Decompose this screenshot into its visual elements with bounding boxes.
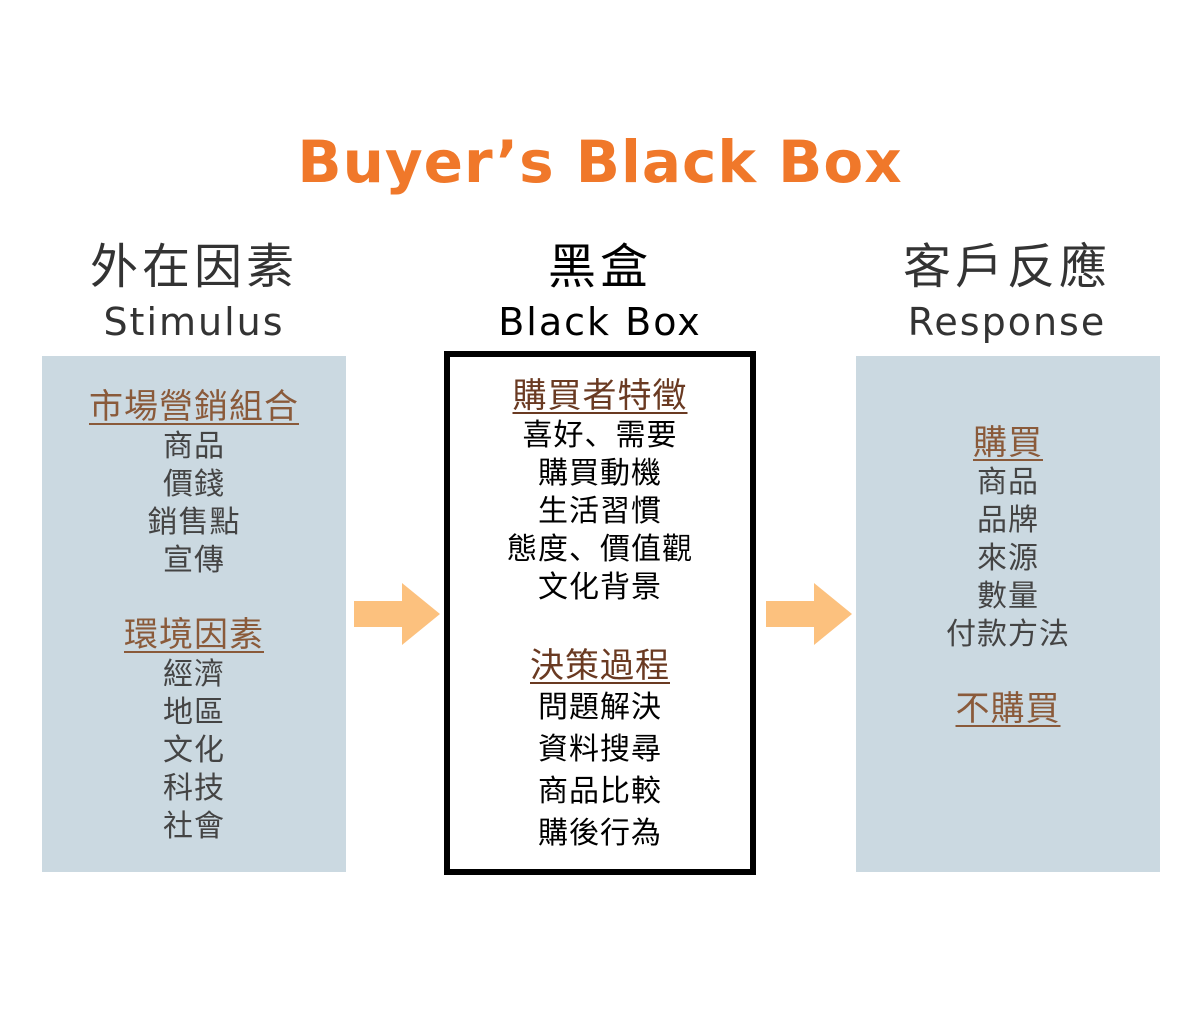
section-title: 不購買 <box>955 689 1061 729</box>
list-item: 商品 <box>977 465 1039 500</box>
black-box-heading-en: Black Box <box>498 300 702 344</box>
list-item: 商品 <box>163 429 225 464</box>
section-title: 決策過程 <box>530 646 670 686</box>
list-item: 付款方法 <box>946 617 1070 652</box>
response-heading-zh: 客戶反應 <box>902 239 1111 295</box>
stimulus-heading-zh: 外在因素 <box>89 239 298 295</box>
black-box-heading-zh: 黑盒 <box>547 239 652 295</box>
response-panel: 購買 商品 品牌 來源 數量 付款方法 不購買 <box>856 356 1160 872</box>
list-item: 銷售點 <box>147 505 241 540</box>
purchase-section: 購買 商品 品牌 來源 數量 付款方法 <box>856 422 1160 654</box>
list-item: 商品比較 <box>538 774 662 809</box>
section-title: 環境因素 <box>124 615 264 655</box>
arrow-right-icon <box>766 583 852 645</box>
list-item: 購買動機 <box>538 456 662 491</box>
list-item: 生活習慣 <box>538 494 662 529</box>
black-box-heading: 黑盒 Black Box <box>400 236 800 346</box>
section-title: 購買 <box>973 423 1043 463</box>
list-item: 來源 <box>977 541 1039 576</box>
list-item: 社會 <box>163 809 225 844</box>
buyer-characteristics-section: 購買者特徵 喜好、需要 購買動機 生活習慣 態度、價值觀 文化背景 <box>450 375 750 607</box>
list-item: 品牌 <box>977 503 1039 538</box>
list-item: 資料搜尋 <box>538 732 662 767</box>
list-item: 經濟 <box>163 657 225 692</box>
response-heading-en: Response <box>907 300 1107 344</box>
list-item: 價錢 <box>163 467 225 502</box>
list-item: 喜好、需要 <box>522 418 678 453</box>
stimulus-heading: 外在因素 Stimulus <box>0 236 394 346</box>
response-heading: 客戶反應 Response <box>807 236 1200 346</box>
list-item: 宣傳 <box>163 543 225 578</box>
black-box-panel: 購買者特徵 喜好、需要 購買動機 生活習慣 態度、價值觀 文化背景 決策過程 問… <box>444 351 756 875</box>
stimulus-panel: 市場營銷組合 商品 價錢 銷售點 宣傳 環境因素 經濟 地區 文化 科技 社會 <box>42 356 346 872</box>
list-item: 數量 <box>977 579 1039 614</box>
diagram-title: Buyer’s Black Box <box>297 128 903 196</box>
arrow-right-icon <box>354 583 440 645</box>
list-item: 態度、價值觀 <box>507 532 693 567</box>
section-title: 購買者特徵 <box>512 376 688 416</box>
list-item: 地區 <box>163 695 225 730</box>
list-item: 文化背景 <box>538 570 662 605</box>
stimulus-heading-en: Stimulus <box>103 300 285 344</box>
section-title: 市場營銷組合 <box>89 387 299 427</box>
marketing-mix-section: 市場營銷組合 商品 價錢 銷售點 宣傳 <box>42 386 346 580</box>
list-item: 購後行為 <box>538 816 662 851</box>
decision-process-section: 決策過程 問題解決 資料搜尋 商品比較 購後行為 <box>450 645 750 855</box>
environment-section: 環境因素 經濟 地區 文化 科技 社會 <box>42 614 346 846</box>
no-purchase-section: 不購買 <box>856 688 1160 730</box>
list-item: 文化 <box>163 733 225 768</box>
list-item: 問題解決 <box>538 690 662 725</box>
list-item: 科技 <box>163 771 225 806</box>
